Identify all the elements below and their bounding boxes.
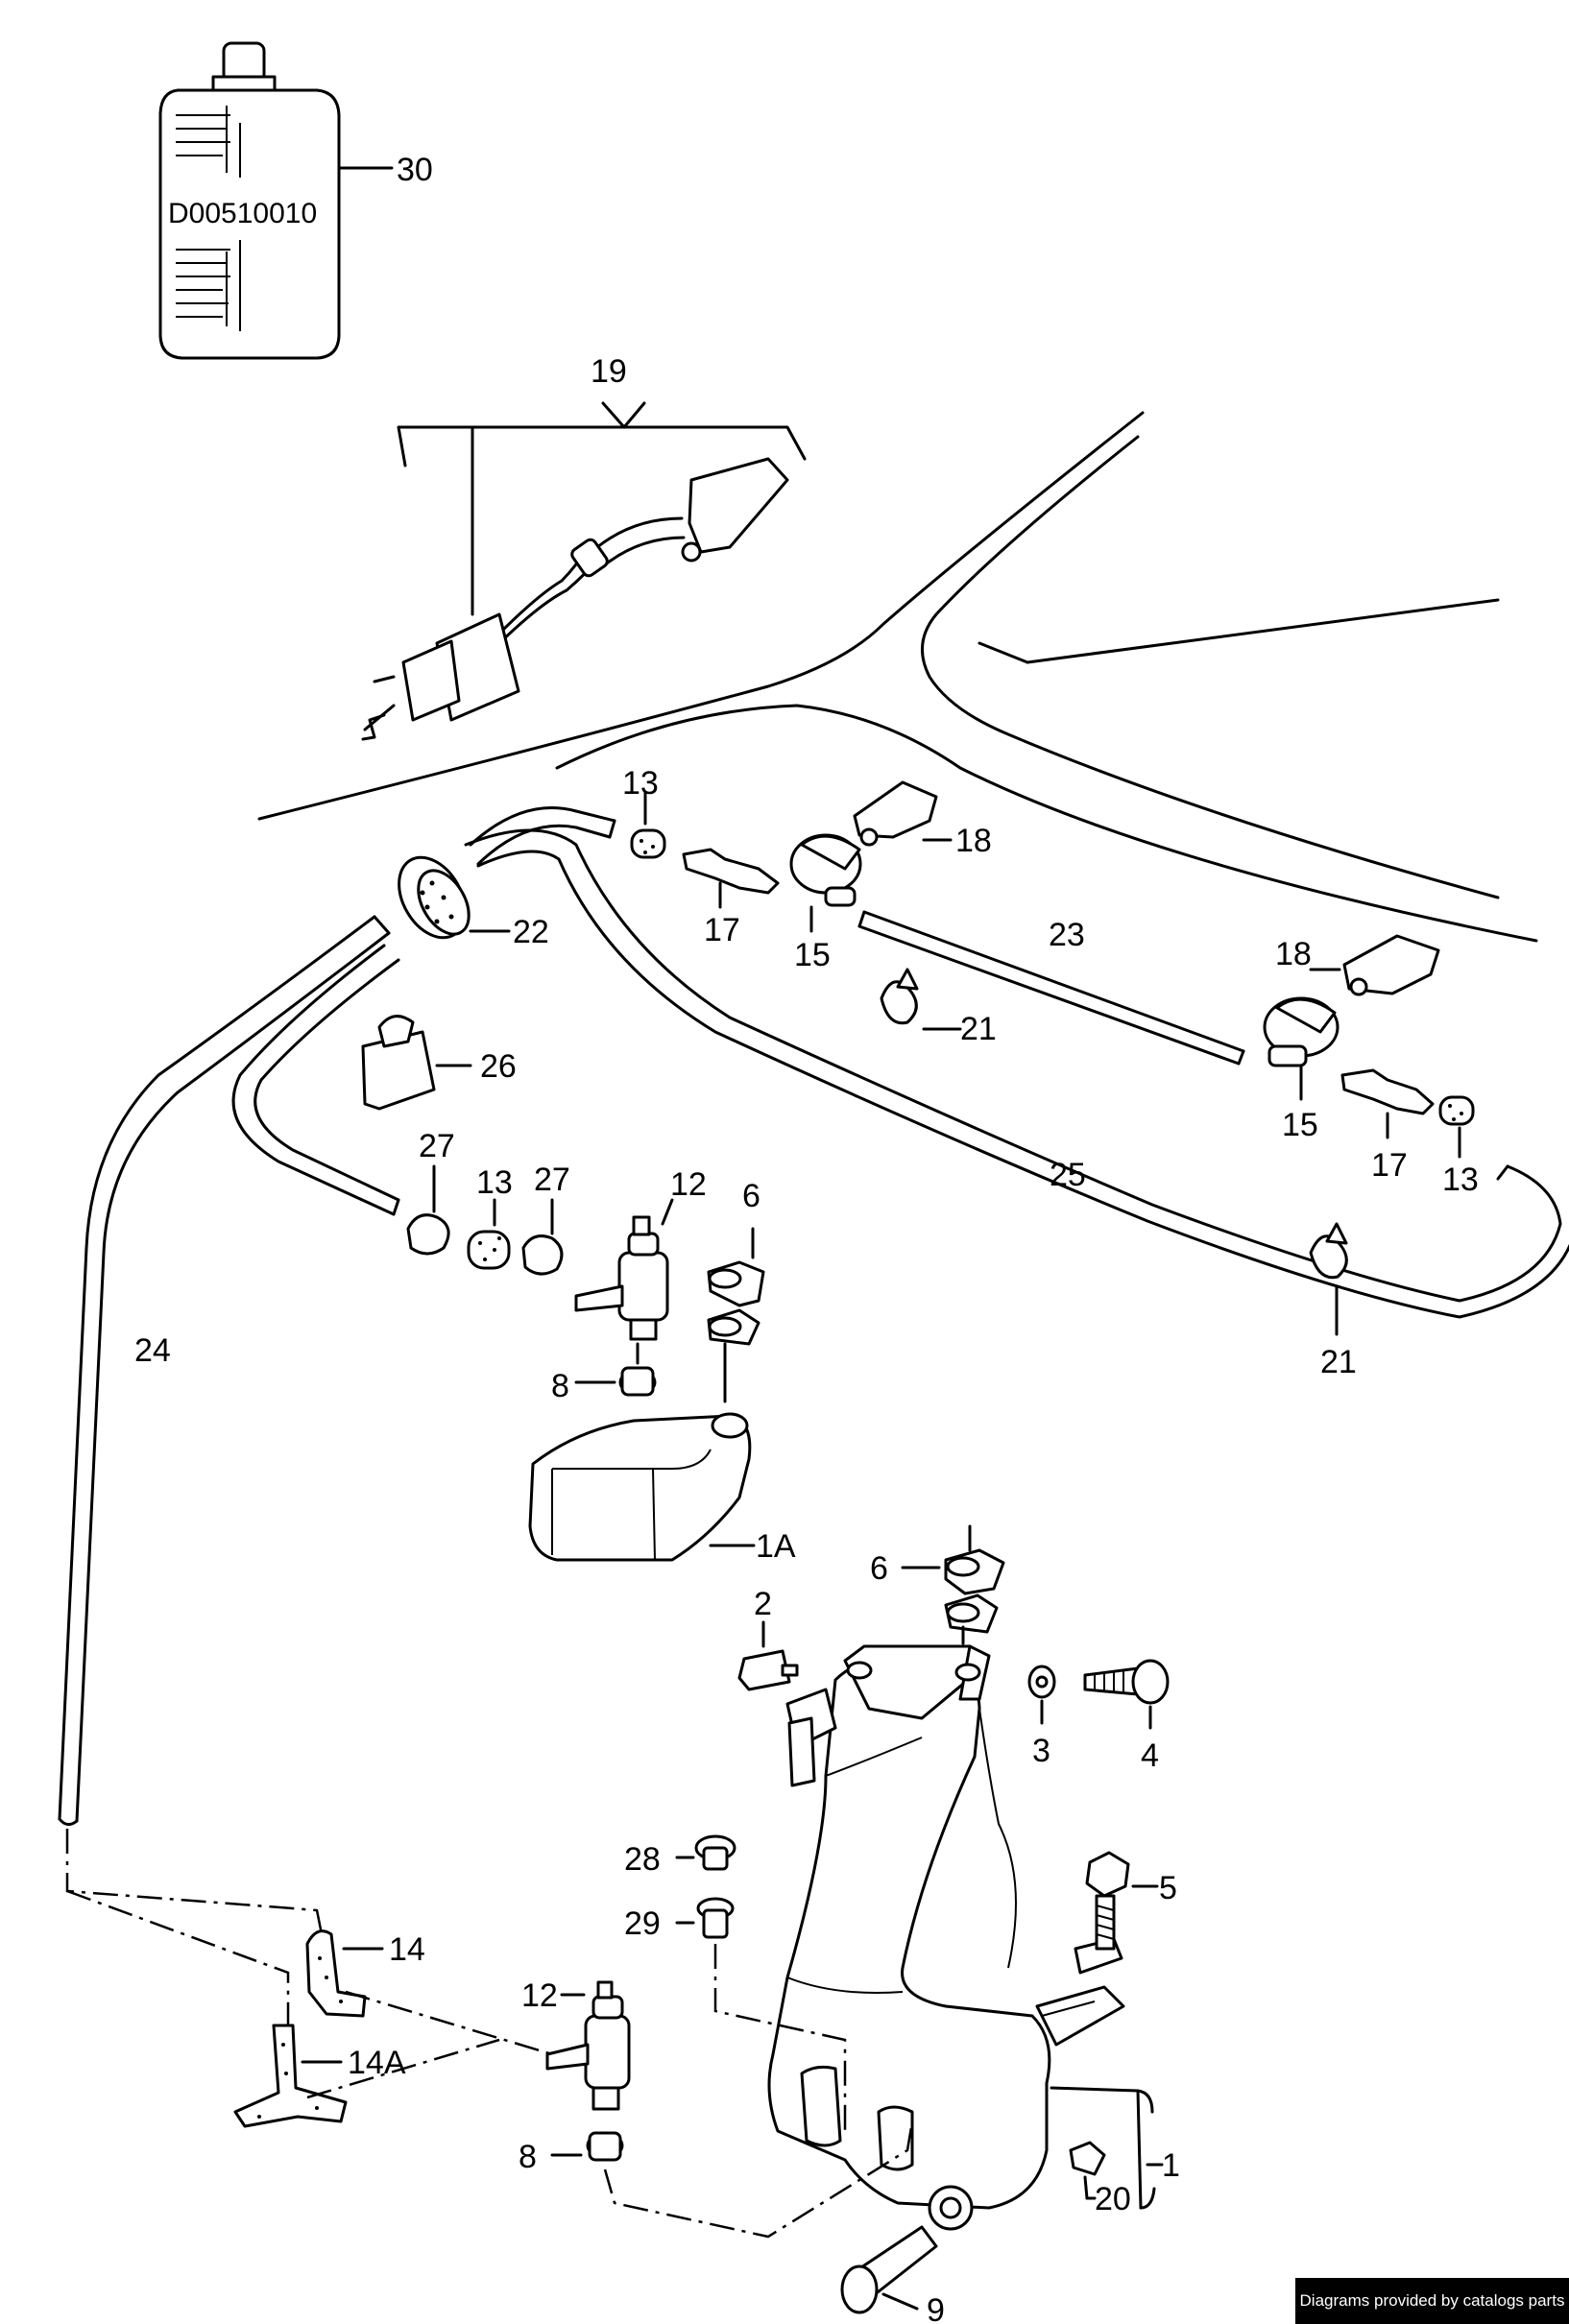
lower-pump-group <box>545 1980 631 2162</box>
label-22: 22 <box>513 914 549 950</box>
label-5: 5 <box>1159 1870 1177 1906</box>
label-25: 25 <box>1050 1157 1086 1193</box>
part-number-labels: 30 19 13 18 22 17 15 23 21 18 26 15 17 1… <box>134 152 1479 2324</box>
upper-washer-set <box>707 1227 765 1403</box>
label-12: 12 <box>670 1166 707 1203</box>
label-1A: 1A <box>756 1528 796 1565</box>
upper-pump-group <box>406 1164 674 1397</box>
retainer-clip <box>1069 2141 1106 2200</box>
label-14: 14 <box>389 1931 425 1968</box>
hood-outline <box>257 411 1538 943</box>
label-13: 13 <box>1442 1162 1479 1198</box>
label-2: 2 <box>754 1586 772 1622</box>
label-23: 23 <box>1049 917 1085 953</box>
label-17: 17 <box>704 912 740 948</box>
label-6: 6 <box>742 1178 760 1214</box>
drain-nozzle <box>840 2225 938 2314</box>
label-12: 12 <box>521 1977 558 2014</box>
grommet <box>398 855 511 940</box>
hose-clips <box>880 968 1348 1336</box>
label-26: 26 <box>480 1048 517 1085</box>
hose-connectors <box>233 1929 384 2128</box>
washer-fluid-bottle: D00510010 <box>158 41 394 360</box>
label-13: 13 <box>476 1164 513 1201</box>
right-jet-group <box>1263 934 1475 1159</box>
label-13: 13 <box>622 765 659 802</box>
washer-hoses <box>58 806 1569 1826</box>
main-reservoir <box>767 1644 1164 2231</box>
lower-washer-set <box>901 1524 1005 1645</box>
label-18: 18 <box>1275 936 1312 972</box>
credit-banner: Diagrams provided by catalogs parts <box>1295 2278 1569 2324</box>
label-24: 24 <box>134 1332 171 1369</box>
label-1: 1 <box>1162 2147 1180 2184</box>
label-28: 28 <box>624 1841 661 1878</box>
label-20: 20 <box>1095 2181 1131 2217</box>
bottle-code: D00510010 <box>168 198 317 229</box>
left-jet-group <box>630 780 953 933</box>
label-8: 8 <box>519 2139 537 2175</box>
label-4: 4 <box>1141 1737 1159 1774</box>
auxiliary-reservoir <box>528 1412 756 1562</box>
label-8: 8 <box>551 1368 569 1404</box>
label-6: 6 <box>870 1550 888 1587</box>
label-21: 21 <box>1320 1344 1357 1380</box>
grommet-plugs <box>675 1834 736 1939</box>
label-15: 15 <box>794 937 831 973</box>
label-9: 9 <box>927 2292 945 2324</box>
label-27: 27 <box>534 1162 570 1198</box>
label-30: 30 <box>397 152 433 188</box>
label-17: 17 <box>1371 1147 1408 1184</box>
label-19: 19 <box>591 353 627 390</box>
heated-jet-harness <box>361 401 807 741</box>
mount-hardware <box>737 1620 1170 1730</box>
label-18: 18 <box>955 823 992 859</box>
hose-holder <box>361 1015 472 1111</box>
label-21: 21 <box>960 1011 997 1047</box>
label-3: 3 <box>1032 1733 1050 1769</box>
label-15: 15 <box>1282 1107 1318 1143</box>
hex-bolt <box>1085 1851 1159 1951</box>
label-27: 27 <box>419 1128 455 1164</box>
label-29: 29 <box>624 1905 661 1942</box>
flow-lines <box>65 1829 914 2239</box>
label-14A: 14A <box>348 2045 406 2081</box>
